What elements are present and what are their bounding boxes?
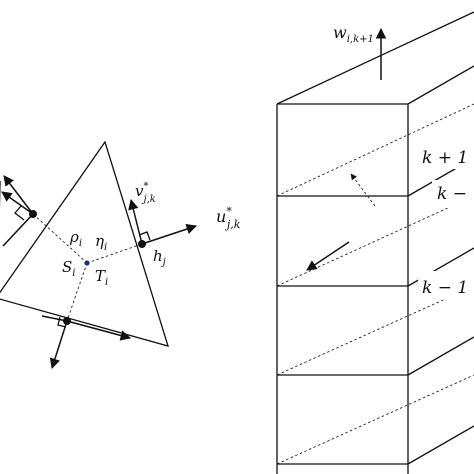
left-edge-normal-arrow-up [3, 175, 34, 215]
layer-label-bg-2 [432, 180, 474, 208]
left-edge-right-angle [14, 205, 25, 221]
left-edge-midpoint [29, 210, 37, 218]
label-h: hj [153, 247, 166, 268]
label-eta: ηi [95, 232, 107, 253]
label-w: wi,k+1 [333, 23, 374, 45]
layer-flow-arrow-solid [306, 241, 350, 271]
label-layer-k: k − [437, 184, 467, 204]
prism-top-face [276, 11, 474, 105]
hidden-diagonal-4 [276, 374, 474, 465]
hidden-diagonal-3 [276, 285, 474, 376]
right-edge-right-angle [138, 231, 151, 241]
right-edge-midpoint [138, 240, 146, 248]
prism-top-diagonal [407, 65, 474, 105]
v-star-arrow [128, 198, 143, 245]
triangle-cell: v*j,k u*j,k hj ρi ηi Si Ti [0, 140, 241, 370]
label-v-star: v*j,k [135, 181, 156, 205]
bottom-edge-normal-arrow [49, 320, 68, 370]
bottom-edge-tangent-arrow [66, 320, 132, 341]
layer-label-bg-3 [418, 271, 474, 299]
label-layer-k-plus-1: k + 1 [422, 148, 468, 168]
label-rho: ρi [69, 228, 82, 249]
side-diagonal-3 [407, 336, 474, 376]
label-T: Ti [95, 267, 108, 288]
dashed-to-left-edge [32, 213, 88, 264]
layer-flow-arrow-dashed [350, 173, 376, 207]
left-edge-normal-arrow-down [2, 213, 34, 247]
centroid-point [84, 260, 90, 266]
label-u-star: u*j,k [216, 205, 241, 231]
label-S: Si [62, 258, 75, 279]
label-layer-k-minus-1: k − 1 [422, 278, 468, 298]
triangle-outline [0, 140, 169, 347]
layered-prism: wi,k+1 k + 1 k − k − 1 [276, 11, 474, 474]
hidden-diagonal-1 [276, 103, 474, 197]
hidden-diagonal-2 [276, 195, 474, 287]
u-star-arrow [141, 224, 197, 245]
left-edge-tangent-arrow [1, 191, 34, 215]
bottom-edge-midpoint [63, 317, 71, 325]
side-diagonal-4 [407, 425, 474, 465]
layer-label-bg-1 [418, 141, 474, 169]
dashed-to-bottom-edge [66, 262, 88, 322]
bottom-edge-left-tick [41, 315, 68, 322]
